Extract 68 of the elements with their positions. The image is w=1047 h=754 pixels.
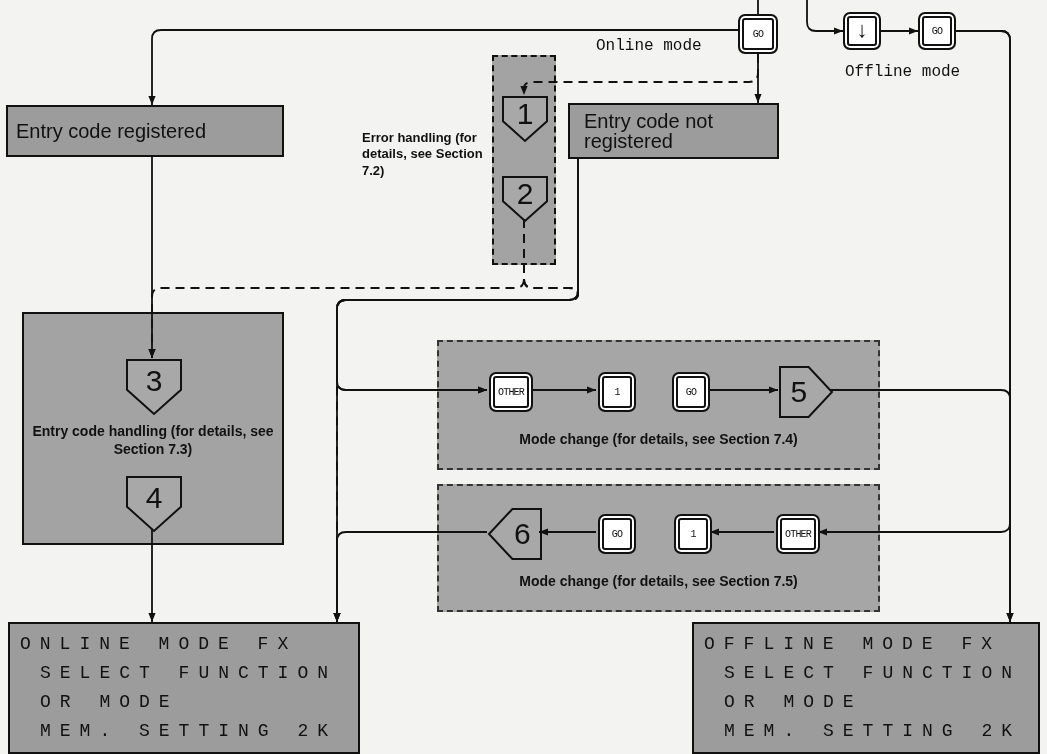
- arrow: [829, 389, 1014, 623]
- display-line: OR MODE: [723, 691, 864, 714]
- step-number: 2: [516, 178, 534, 209]
- display-line: SELECT FUNCTION: [723, 662, 1023, 685]
- arrow: [806, 0, 844, 35]
- keypad-key: [918, 12, 956, 50]
- key-label: OTHER: [498, 386, 524, 398]
- key-label: 1: [614, 386, 620, 398]
- display-line: OR MODE: [39, 691, 180, 714]
- step-connector: [503, 177, 547, 221]
- dashed-process-band: [437, 340, 880, 470]
- note-text: Error handling (for details, see Section 7.2): [362, 130, 484, 179]
- step-number: 5: [790, 377, 808, 407]
- panel-caption: Mode change (for details, see Section 7.5): [518, 572, 799, 591]
- keypad-key: [738, 14, 778, 54]
- process-panel: [22, 312, 284, 545]
- arrow: [148, 528, 156, 623]
- box-label: Entry code registered: [15, 121, 208, 141]
- arrow: [817, 30, 1011, 536]
- arrow: [880, 27, 919, 35]
- arrow: [333, 531, 488, 623]
- keypad-key: [674, 514, 712, 554]
- keypad-key: [776, 514, 820, 554]
- key-label: GO: [931, 25, 943, 37]
- panel-caption: Mode change (for details, see Section 7.4): [518, 430, 799, 449]
- arrow: [707, 386, 779, 394]
- display-line: MEM. SETTING 2K: [39, 720, 339, 743]
- key-label: OTHER: [785, 528, 811, 540]
- step-number: 1: [516, 98, 534, 129]
- keypad-key: [598, 514, 636, 554]
- step-number: 6: [513, 519, 531, 549]
- arrow: [530, 386, 597, 394]
- step-number: 4: [145, 482, 163, 513]
- arrow: [148, 29, 739, 106]
- step-connector: [503, 97, 547, 141]
- key-label: GO: [611, 528, 623, 540]
- connector-line: [757, 0, 759, 15]
- key-label: ↓: [855, 18, 869, 44]
- key-label: 1: [690, 528, 696, 540]
- key-label: GO: [752, 28, 764, 40]
- step-connector: [127, 477, 181, 531]
- step-number: 3: [145, 365, 163, 396]
- keypad-key: [672, 372, 710, 412]
- display-line: SELECT FUNCTION: [39, 662, 339, 685]
- process-box: [6, 105, 284, 157]
- arrow: [538, 528, 597, 536]
- box-label: Entry code not registered: [583, 111, 714, 151]
- arrow: [336, 158, 579, 394]
- step-connector: [780, 367, 832, 417]
- key-label: GO: [685, 386, 697, 398]
- step-connector: [489, 509, 541, 559]
- display-line: OFFLINE MODE FX: [704, 633, 1003, 656]
- dashed-process-band: [437, 484, 880, 612]
- panel-caption: Entry code handling (for details, see Section 7.3): [31, 422, 275, 459]
- arrow: [709, 528, 775, 536]
- display-line: ONLINE MODE FX: [20, 633, 299, 656]
- dashed-group-box: [492, 55, 556, 265]
- note-text: Online mode: [596, 36, 703, 56]
- dashed-arrow: [520, 53, 759, 96]
- keypad-key: [598, 372, 636, 412]
- lcd-display: [8, 622, 360, 754]
- process-box: [568, 103, 779, 159]
- keypad-key: [489, 372, 533, 412]
- note-text: Offline mode: [845, 62, 962, 82]
- lcd-display: [692, 622, 1040, 754]
- display-line: MEM. SETTING 2K: [723, 720, 1023, 743]
- step-connector: [127, 360, 181, 414]
- keypad-key: [843, 12, 881, 50]
